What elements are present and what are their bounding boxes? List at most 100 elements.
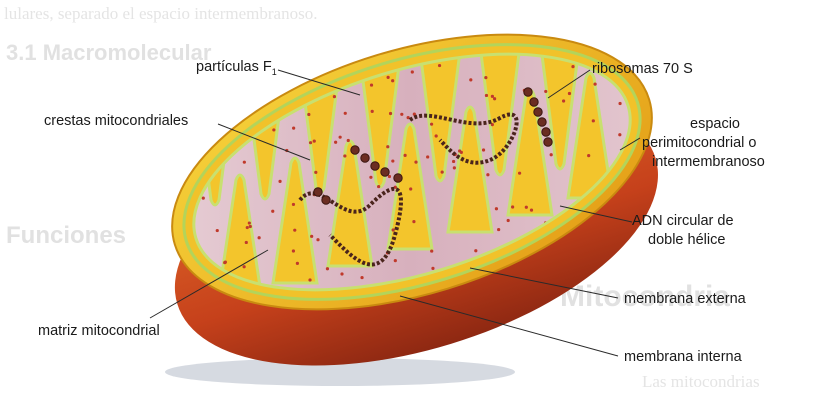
granule bbox=[394, 259, 397, 262]
granule bbox=[453, 166, 456, 169]
granule bbox=[430, 123, 433, 126]
granule bbox=[497, 228, 500, 231]
granule bbox=[296, 262, 299, 265]
granule bbox=[571, 65, 574, 68]
granule bbox=[293, 229, 296, 232]
granule bbox=[340, 272, 343, 275]
granule bbox=[246, 226, 249, 229]
granule bbox=[611, 281, 614, 284]
granule bbox=[469, 78, 472, 81]
ribosome bbox=[534, 108, 542, 116]
granule bbox=[308, 278, 311, 281]
granule bbox=[438, 64, 441, 67]
granule bbox=[339, 136, 342, 139]
granule bbox=[618, 133, 621, 136]
granule bbox=[377, 185, 380, 188]
ribosome bbox=[381, 168, 389, 176]
granule bbox=[389, 112, 392, 115]
granule bbox=[243, 161, 246, 164]
granule bbox=[618, 102, 621, 105]
granule bbox=[292, 126, 295, 129]
label-crestas: crestas mitocondriales bbox=[44, 112, 188, 130]
granule bbox=[250, 110, 253, 113]
granule bbox=[562, 99, 565, 102]
granule bbox=[430, 249, 433, 252]
granule bbox=[441, 170, 444, 173]
granule bbox=[347, 139, 350, 142]
ribosome bbox=[361, 154, 369, 162]
granule bbox=[474, 249, 477, 252]
granule bbox=[587, 154, 590, 157]
granule bbox=[458, 149, 461, 152]
granule bbox=[435, 134, 438, 137]
granule bbox=[343, 154, 346, 157]
granule bbox=[360, 276, 363, 279]
granule bbox=[249, 225, 252, 228]
granule bbox=[592, 119, 595, 122]
ribosome bbox=[394, 174, 402, 182]
granule bbox=[292, 203, 295, 206]
granule bbox=[227, 96, 230, 99]
granule bbox=[271, 210, 274, 213]
granule bbox=[330, 63, 333, 66]
granule bbox=[310, 235, 313, 238]
granule bbox=[411, 70, 414, 73]
granule bbox=[278, 180, 281, 183]
granule bbox=[507, 219, 510, 222]
granule bbox=[240, 115, 243, 118]
label-espacio-line-1: espacio bbox=[690, 115, 740, 133]
granule bbox=[333, 95, 336, 98]
ribosome bbox=[371, 162, 379, 170]
granule bbox=[485, 94, 488, 97]
granule bbox=[334, 141, 337, 144]
granule bbox=[344, 112, 347, 115]
granule bbox=[243, 265, 246, 268]
granule bbox=[387, 76, 390, 79]
granule bbox=[192, 141, 195, 144]
granule bbox=[223, 261, 226, 264]
granule bbox=[511, 205, 514, 208]
granule bbox=[530, 209, 533, 212]
granule bbox=[518, 172, 521, 175]
granule bbox=[525, 206, 528, 209]
granule bbox=[431, 267, 434, 270]
granule bbox=[292, 249, 295, 252]
granule bbox=[227, 107, 230, 110]
granule bbox=[370, 83, 373, 86]
granule bbox=[452, 160, 455, 163]
granule bbox=[307, 113, 310, 116]
granule bbox=[309, 141, 312, 144]
granule bbox=[484, 76, 487, 79]
label-espacio-line-2: perimitocondrial o bbox=[642, 134, 756, 152]
granule bbox=[202, 196, 205, 199]
granule bbox=[326, 267, 329, 270]
granule bbox=[412, 220, 415, 223]
granule bbox=[216, 229, 219, 232]
granule bbox=[544, 90, 547, 93]
ribosome bbox=[351, 146, 359, 154]
granule bbox=[409, 187, 412, 190]
ribosome bbox=[314, 188, 322, 196]
granule bbox=[392, 228, 395, 231]
granule bbox=[414, 161, 417, 164]
granule bbox=[386, 145, 389, 148]
label-particulas-subscript: 1 bbox=[272, 67, 277, 77]
granule bbox=[369, 176, 372, 179]
label-particulas: partículas F1 bbox=[196, 58, 277, 81]
ribosome bbox=[530, 98, 538, 106]
granule bbox=[371, 110, 374, 113]
granule bbox=[593, 83, 596, 86]
granule bbox=[495, 207, 498, 210]
ribosome bbox=[544, 138, 552, 146]
granule bbox=[404, 154, 407, 157]
granule bbox=[568, 92, 571, 95]
granule bbox=[272, 128, 275, 131]
granule bbox=[400, 113, 403, 116]
ribosome bbox=[538, 118, 546, 126]
granule bbox=[258, 236, 261, 239]
granule bbox=[248, 221, 251, 224]
granule bbox=[314, 171, 317, 174]
ribosome bbox=[542, 128, 550, 136]
granule bbox=[493, 97, 496, 100]
